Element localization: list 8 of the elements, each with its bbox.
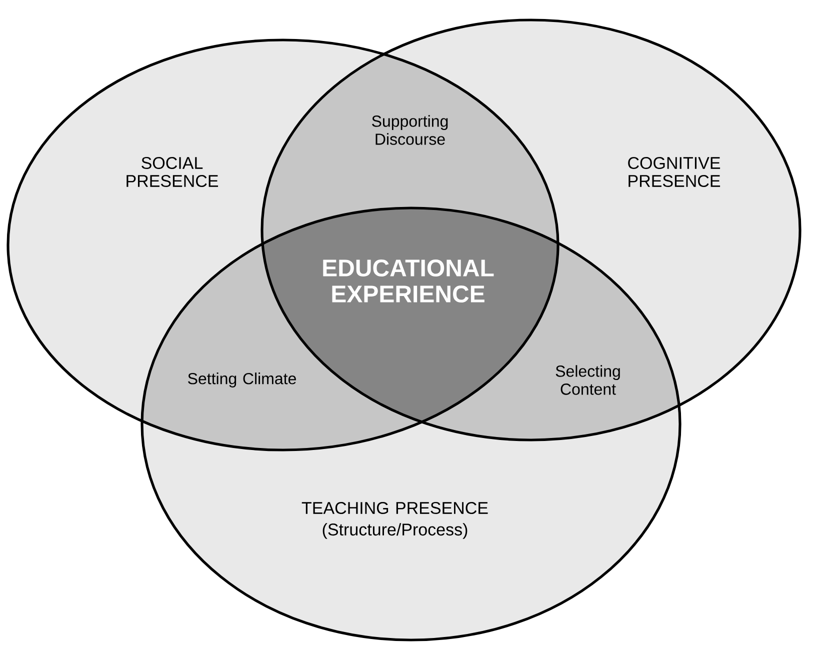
overlap-label: Supporting Discourse [372,115,448,145]
circle-label: COGNITIVE PRESENCE [628,156,720,188]
center-label: EDUCATIONAL EXPERIENCE [323,260,494,302]
circle-label: (Structure/Process) [322,523,468,539]
overlap-label: Setting Climate [188,372,296,388]
overlap-label: Selecting Content [556,365,620,395]
circle-label: SOCIAL PRESENCE [126,156,218,188]
circle-label: TEACHING PRESENCE [302,502,488,514]
